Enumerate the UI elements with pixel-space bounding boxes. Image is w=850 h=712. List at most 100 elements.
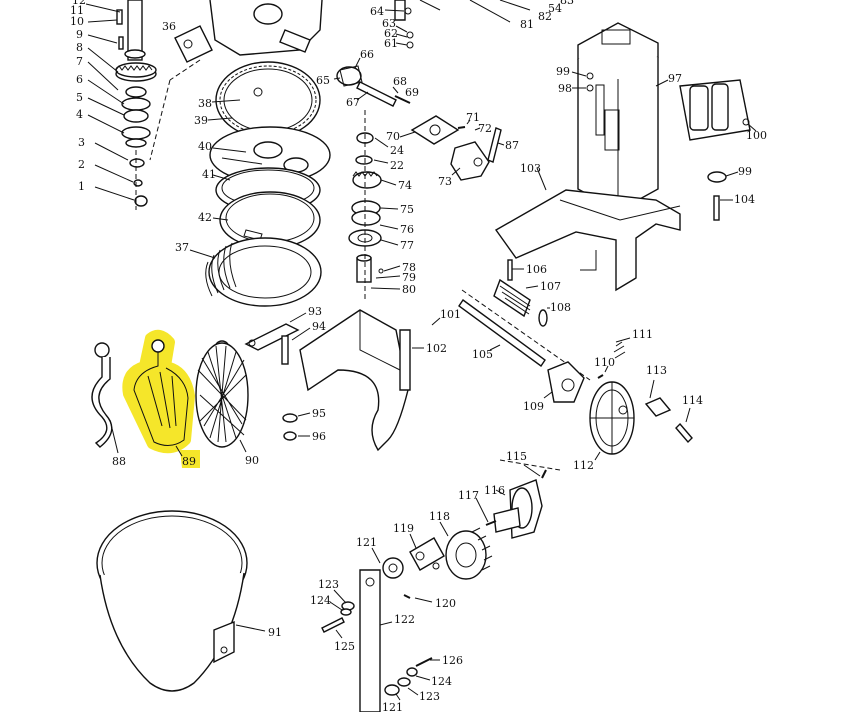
- top-center-parts: [394, 0, 531, 49]
- label-37: 37: [175, 241, 189, 254]
- label-54: 54: [548, 2, 562, 15]
- label-116: 116: [484, 484, 505, 497]
- label-97: 97: [668, 72, 682, 85]
- label-6: 6: [76, 73, 83, 86]
- label-117: 117: [458, 489, 479, 502]
- label-112: 112: [573, 459, 594, 472]
- label-120: 120: [435, 597, 456, 610]
- label-10: 10: [70, 15, 84, 28]
- label-9: 9: [76, 28, 83, 41]
- label-95: 95: [312, 407, 326, 420]
- label-41: 41: [202, 168, 216, 181]
- label-89: 89: [182, 455, 196, 468]
- column-frame: [494, 22, 681, 292]
- leaders-left: [85, 3, 135, 201]
- label-125: 125: [334, 640, 355, 653]
- lift-shaft: [458, 259, 591, 381]
- label-79: 79: [402, 271, 416, 284]
- planetary-plate: [209, 126, 331, 184]
- label-90: 90: [245, 454, 259, 467]
- label-61: 61: [384, 37, 398, 50]
- wire-whip: [195, 340, 249, 448]
- label-121-top: 121: [356, 536, 377, 549]
- label-99-right: 99: [738, 165, 752, 178]
- label-73: 73: [438, 175, 452, 188]
- label-78: 78: [402, 261, 416, 274]
- label-99-top: 99: [556, 65, 570, 78]
- label-107: 107: [540, 280, 561, 293]
- label-24: 24: [390, 144, 404, 157]
- label-81: 81: [520, 18, 534, 31]
- label-115: 115: [506, 450, 527, 463]
- label-111: 111: [632, 328, 653, 341]
- label-65: 65: [316, 74, 330, 87]
- label-93: 93: [308, 305, 322, 318]
- label-100: 100: [746, 129, 767, 142]
- label-75: 75: [400, 203, 414, 216]
- handwheel-assembly: [547, 341, 693, 455]
- label-74: 74: [398, 179, 412, 192]
- label-88: 88: [112, 455, 126, 468]
- label-39: 39: [194, 114, 208, 127]
- label-8: 8: [76, 41, 83, 54]
- label-126: 126: [442, 654, 463, 667]
- gear-housing: [149, 0, 323, 161]
- label-70: 70: [386, 130, 400, 143]
- label-110: 110: [594, 356, 615, 369]
- label-63: 63: [382, 17, 396, 30]
- label-113: 113: [646, 364, 667, 377]
- flat-beater[interactable]: [122, 329, 200, 468]
- label-109: 109: [523, 400, 544, 413]
- label-2: 2: [78, 158, 85, 171]
- label-38: 38: [198, 97, 212, 110]
- label-102: 102: [426, 342, 447, 355]
- link-bar: [321, 569, 433, 712]
- label-105: 105: [472, 348, 493, 361]
- label-124-left: 124: [310, 594, 331, 607]
- label-83: 83: [560, 0, 574, 7]
- label-121-bottom: 121: [382, 701, 403, 712]
- seal-assembly: [205, 237, 322, 307]
- label-4: 4: [76, 108, 83, 121]
- label-98: 98: [558, 82, 572, 95]
- label-12: 12: [72, 0, 86, 7]
- label-76: 76: [400, 223, 414, 236]
- label-72: 72: [478, 122, 492, 135]
- label-101: 101: [440, 308, 461, 321]
- label-87: 87: [505, 139, 519, 152]
- label-7: 7: [76, 55, 83, 68]
- label-114: 114: [682, 394, 703, 407]
- label-96: 96: [312, 430, 326, 443]
- label-118: 118: [429, 510, 450, 523]
- label-11: 11: [70, 4, 84, 17]
- label-69: 69: [405, 86, 419, 99]
- label-124-right: 124: [431, 675, 452, 688]
- capacitor-bracket: [679, 79, 751, 141]
- label-42: 42: [198, 211, 212, 224]
- label-68: 68: [393, 75, 407, 88]
- label-1: 1: [78, 180, 85, 193]
- label-64: 64: [370, 5, 384, 18]
- label-82: 82: [538, 10, 552, 23]
- label-66: 66: [360, 48, 374, 61]
- label-80: 80: [402, 283, 416, 296]
- coupling: [336, 65, 411, 107]
- ring-42: [219, 191, 321, 249]
- label-104: 104: [734, 193, 755, 206]
- label-123-right: 123: [419, 690, 440, 703]
- label-5: 5: [76, 91, 83, 104]
- center-shaft-stack: [348, 110, 384, 300]
- bowl-lift-arm: [244, 309, 411, 452]
- label-22: 22: [390, 159, 404, 172]
- label-62: 62: [384, 27, 398, 40]
- label-40: 40: [198, 140, 212, 153]
- label-108: 108: [550, 301, 571, 314]
- drive-assembly: [382, 459, 561, 599]
- shaft-stack-assembly: [115, 0, 157, 210]
- dough-hook: [91, 342, 113, 448]
- label-123-left: 123: [318, 578, 339, 591]
- label-119: 119: [393, 522, 414, 535]
- label-106: 106: [526, 263, 547, 276]
- label-77: 77: [400, 239, 414, 252]
